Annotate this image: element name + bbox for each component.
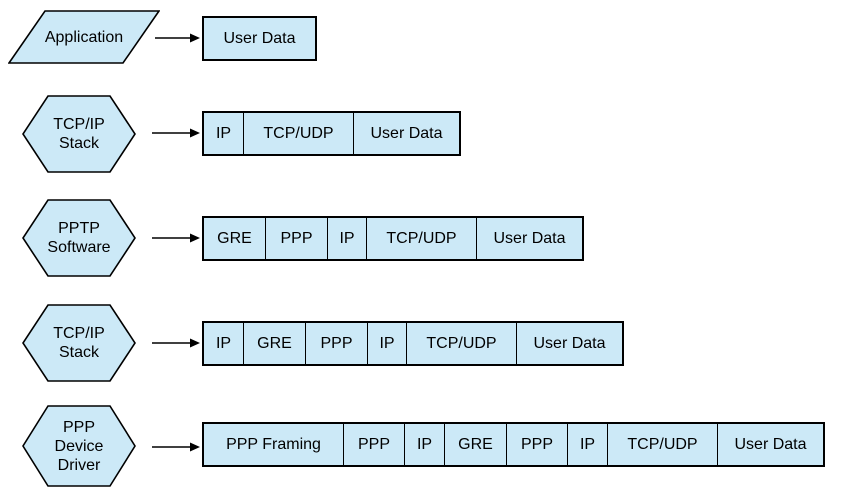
flow-arrow-5 [152,441,200,453]
right-arrow-icon [152,338,200,348]
packet-field: IP [328,218,367,259]
stage-shape-2: TCP/IP Stack [22,95,136,173]
right-arrow-icon [152,128,200,138]
packet-field: TCP/UDP [244,113,354,154]
parallelogram-shape [8,10,160,64]
hexagon-shape [22,199,136,277]
packet-field: GRE [204,218,266,259]
packet-field: IP [568,424,608,465]
stage-shape-svg-5 [22,405,136,487]
packet-field: GRE [244,323,306,364]
packet-field: PPP [344,424,405,465]
hexagon-shape [22,304,136,382]
packet-field: GRE [445,424,507,465]
packet-field: User Data [718,424,823,465]
flow-arrow-3 [152,232,200,244]
stage-shape-3: PPTP Software [22,199,136,277]
stage-shape-svg-3 [22,199,136,277]
stage-shape-1: Application [8,10,160,64]
packet-field: PPP Framing [204,424,344,465]
flow-arrow-2 [152,127,200,139]
packet-field: User Data [354,113,459,154]
right-arrow-icon [152,442,200,452]
packet-field: User Data [204,18,315,59]
flow-arrow-4 [152,337,200,349]
flow-arrow-1 [155,32,200,44]
hexagon-shape [22,405,136,487]
packet-field: PPP [507,424,568,465]
stage-shape-svg-2 [22,95,136,173]
packet-field: TCP/UDP [367,218,477,259]
stage-shape-4: TCP/IP Stack [22,304,136,382]
packet-field: User Data [477,218,582,259]
stage-shape-svg-4 [22,304,136,382]
hexagon-shape [22,95,136,173]
packet-field: IP [204,113,244,154]
packet-field: PPP [306,323,368,364]
packet-field: TCP/UDP [407,323,517,364]
right-arrow-icon [155,33,200,43]
stage-shape-5: PPP Device Driver [22,405,136,487]
packet-field: User Data [517,323,622,364]
packet-field: IP [405,424,445,465]
packet-field: IP [204,323,244,364]
packet-field: PPP [266,218,328,259]
packet-strip-1: User Data [202,16,317,61]
packet-field: TCP/UDP [608,424,718,465]
packet-field: IP [368,323,407,364]
stage-shape-svg-1 [8,10,160,64]
right-arrow-icon [152,233,200,243]
